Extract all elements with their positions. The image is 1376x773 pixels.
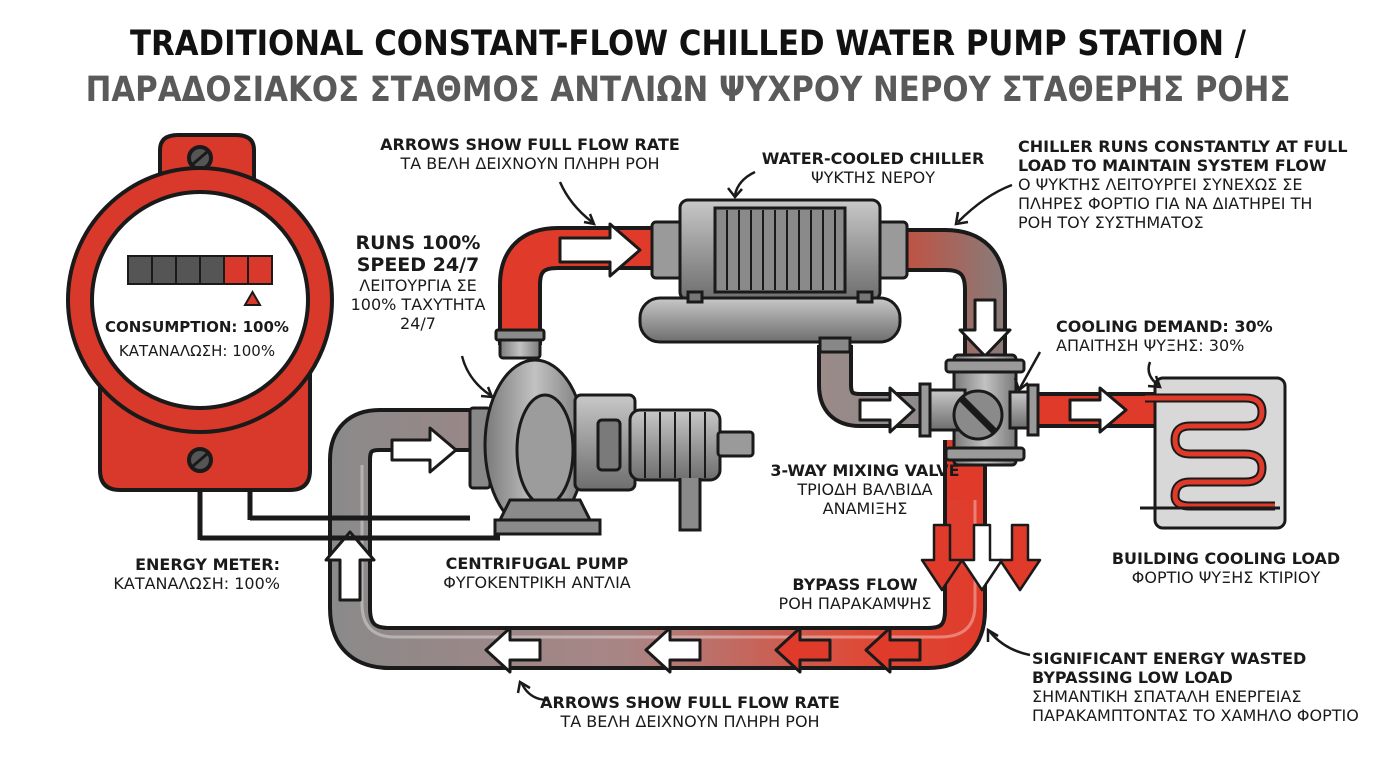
valve-gr1: ΤΡΙΟΔΗ ΒΑΛΒΙΔΑ — [797, 479, 933, 499]
wasted-gr1: ΣΗΜΑΝΤΙΚΗ ΣΠΑΤΑΛΗ ΕΝΕΡΓΕΙΑΣ — [1032, 686, 1302, 706]
runs-label: RUNS 100% SPEED 24/7 ΛΕΙΤΟΥΡΓΙΑ ΣΕ 100% … — [348, 232, 488, 333]
arrows-bottom-en: ARROWS SHOW FULL FLOW RATE — [540, 693, 840, 712]
page-title: TRADITIONAL CONSTANT-FLOW CHILLED WATER … — [129, 24, 1247, 64]
chiller-runs-en1: CHILLER RUNS CONSTANTLY AT FULL — [1018, 137, 1348, 156]
bar-segment — [199, 255, 225, 285]
bar-segment — [223, 255, 249, 285]
chiller-runs-label: CHILLER RUNS CONSTANTLY AT FULL LOAD TO … — [1018, 137, 1358, 232]
arrows-bottom-label: ARROWS SHOW FULL FLOW RATE ΤΑ ΒΕΛΗ ΔΕΙΧΝ… — [540, 693, 840, 732]
energy-meter-icon — [66, 133, 500, 541]
chiller-gr: ΨΥΚΤΗΣ ΝΕΡΟΥ — [811, 167, 935, 187]
coil-icon — [1140, 376, 1287, 530]
pump-label: CENTRIFUGAL PUMP ΦΥΓΟΚΕΝΤΡΙΚΗ ΑΝΤΛΙΑ — [432, 554, 642, 593]
bypass-label: BYPASS FLOW ΡΟΗ ΠΑΡΑΚΑΜΨΗΣ — [760, 575, 950, 614]
building-label: BUILDING COOLING LOAD ΦΟΡΤΙΟ ΨΥΞΗΣ ΚΤΙΡΙ… — [1108, 549, 1344, 588]
meter-consumption-en: CONSUMPTION: 100% — [105, 318, 289, 336]
arrows-bottom-gr: ΤΑ ΒΕΛΗ ΔΕΙΧΝΟΥΝ ΠΛΗΡΗ ΡΟΗ — [560, 711, 820, 731]
bypass-en: BYPASS FLOW — [792, 575, 918, 594]
cooling-demand-en: COOLING DEMAND: 30% — [1056, 317, 1273, 336]
energy-meter-label: ENERGY METER: ΚΑΤΑΝΑΛΩΣΗ: 100% — [60, 555, 280, 594]
wasted-label: SIGNIFICANT ENERGY WASTED BYPASSING LOW … — [1032, 649, 1362, 726]
valve-en: 3-WAY MIXING VALVE — [770, 461, 960, 480]
chiller-outlet-pipe — [890, 228, 1007, 380]
flow-arrow-icon — [324, 222, 1128, 674]
wasted-gr2: ΠΑΡΑΚΑΜΠΤΟΝΤΑΣ ΤΟ ΧΑΜΗΛΟ ΦΟΡΤΙΟ — [1032, 705, 1359, 725]
pump-gr: ΦΥΓΟΚΕΝΤΡΙΚΗ ΑΝΤΛΙΑ — [443, 572, 631, 592]
energy-meter-gr: ΚΑΤΑΝΑΛΩΣΗ: 100% — [113, 573, 280, 593]
chiller-runs-gr3: ΡΟΗ ΤΟΥ ΣΥΣΤΗΜΑΤΟΣ — [1018, 212, 1204, 232]
arrows-top-gr: ΤΑ ΒΕΛΗ ΔΕΙΧΝΟΥΝ ΠΛΗΡΗ ΡΟΗ — [400, 153, 660, 173]
arrows-top-label: ARROWS SHOW FULL FLOW RATE ΤΑ ΒΕΛΗ ΔΕΙΧΝ… — [380, 135, 680, 174]
pump-en: CENTRIFUGAL PUMP — [445, 554, 629, 573]
bar-marker-icon — [243, 289, 262, 306]
chiller-icon — [638, 198, 909, 354]
chiller-runs-gr1: Ο ΨΥΚΤΗΣ ΛΕΙΤΟΥΡΓΕΙ ΣΥΝΕΧΩΣ ΣΕ — [1018, 174, 1303, 194]
bar-segment — [151, 255, 177, 285]
chiller-en: WATER-COOLED CHILLER — [761, 149, 985, 168]
pump-icon — [468, 328, 755, 536]
callout-arrows — [460, 170, 1162, 702]
wasted-en1: SIGNIFICANT ENERGY WASTED — [1032, 649, 1307, 668]
chiller-runs-en2: LOAD TO MAINTAIN SYSTEM FLOW — [1018, 155, 1327, 175]
bypass-arrows — [920, 523, 1042, 592]
chiller-runs-gr2: ΠΛΗΡΕΣ ΦΟΡΤΙΟ ΓΙΑ ΝΑ ΔΙΑΤΗΡΕΙ ΤΗ — [1018, 193, 1313, 213]
wasted-en2: BYPASSING LOW LOAD — [1032, 667, 1233, 687]
page-title-greek: ΠΑΡΑΔΟΣΙΑΚΟΣ ΣΤΑΘΜΟΣ ΑΝΤΛΙΩΝ ΨΥΧΡΟΥ ΝΕΡΟ… — [85, 70, 1291, 110]
chiller-label: WATER-COOLED CHILLER ΨΥΚΤΗΣ ΝΕΡΟΥ — [758, 149, 988, 188]
building-en: BUILDING COOLING LOAD — [1111, 549, 1341, 568]
meter-consumption-gr: ΚΑΤΑΝΑΛΩΣΗ: 100% — [119, 342, 275, 360]
valve-label: 3-WAY MIXING VALVE ΤΡΙΟΔΗ ΒΑΛΒΙΔΑ ΑΝΑΜΙΞ… — [770, 461, 960, 519]
runs-gr2: 100% ΤΑΧΥΤΗΤΑ — [350, 294, 486, 314]
bypass-gr: ΡΟΗ ΠΑΡΑΚΑΜΨΗΣ — [778, 593, 932, 613]
supply-pipe — [498, 226, 665, 345]
cooling-demand-label: COOLING DEMAND: 30% ΑΠΑΙΤΗΣΗ ΨΥΞΗΣ: 30% — [1056, 317, 1316, 356]
bar-segment — [127, 255, 153, 285]
cooling-demand-gr: ΑΠΑΙΤΗΣΗ ΨΥΞΗΣ: 30% — [1056, 335, 1245, 355]
bar-segment — [247, 255, 273, 285]
runs-en2: SPEED 24/7 — [356, 254, 480, 277]
valve-icon — [918, 353, 1040, 467]
valve-gr2: ΑΝΑΜΙΞΗΣ — [822, 498, 908, 518]
arrows-top-en: ARROWS SHOW FULL FLOW RATE — [380, 135, 680, 154]
runs-en1: RUNS 100% — [355, 232, 481, 254]
building-gr: ΦΟΡΤΙΟ ΨΥΞΗΣ ΚΤΙΡΙΟΥ — [1131, 567, 1321, 587]
runs-gr3: 24/7 — [400, 313, 436, 333]
runs-gr1: ΛΕΙΤΟΥΡΓΙΑ ΣΕ — [359, 275, 477, 295]
bar-segment — [175, 255, 201, 285]
consumption-bar — [127, 255, 273, 285]
energy-meter-en: ENERGY METER: — [135, 555, 280, 574]
